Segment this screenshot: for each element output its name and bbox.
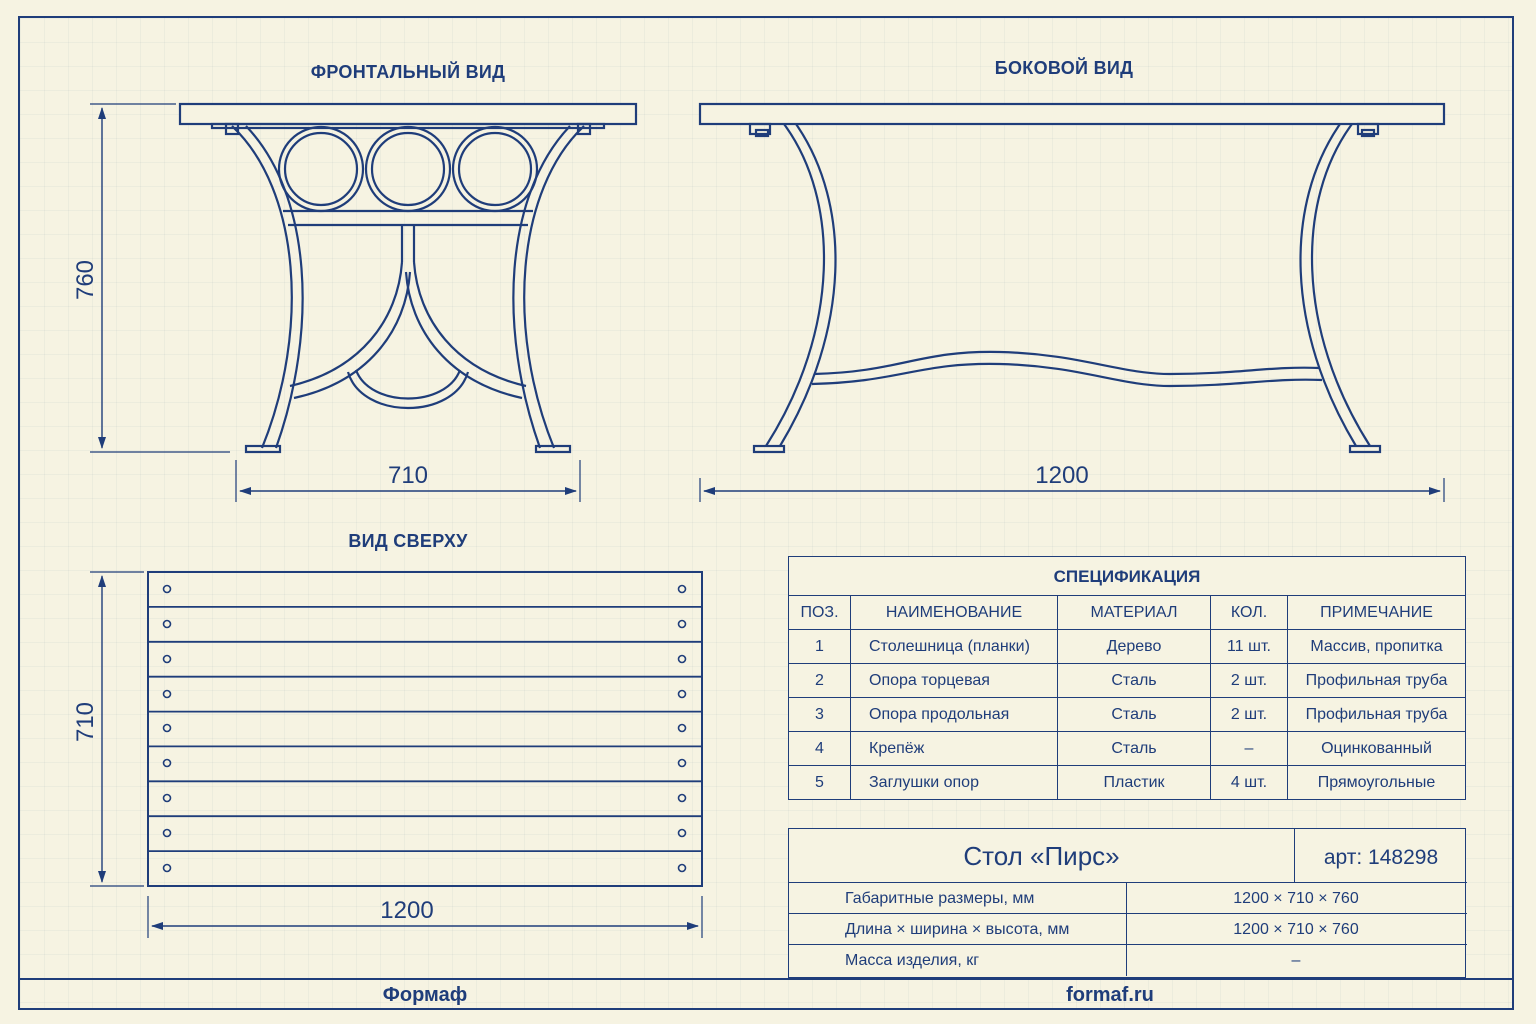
title-block-value: – bbox=[1291, 952, 1301, 969]
title-block-label: Габаритные размеры, мм bbox=[789, 883, 1127, 913]
spec-cell: – bbox=[1210, 731, 1288, 766]
spec-cell: Оцинкованный bbox=[1287, 731, 1466, 766]
spec-cell: Сталь bbox=[1057, 663, 1211, 698]
front-view bbox=[90, 102, 638, 502]
spec-cell: 3 bbox=[788, 697, 851, 732]
side-view-title: БОКОВОЙ ВИД bbox=[994, 58, 1134, 78]
side-left-leg bbox=[765, 123, 826, 447]
footer-site-link[interactable]: formaf.ru bbox=[1066, 984, 1154, 1006]
spec-cell: 1 bbox=[788, 629, 851, 664]
title-block-label: Длина × ширина × высота, мм bbox=[789, 914, 1127, 944]
side-stretcher bbox=[813, 350, 1321, 376]
side-tabletop bbox=[698, 102, 1446, 126]
title-block-row: Длина × ширина × высота, мм 1200 × 710 ×… bbox=[789, 914, 1467, 945]
front-view-title: ФРОНТАЛЬНЫЙ ВИД bbox=[310, 62, 506, 82]
front-right-leg bbox=[523, 125, 585, 449]
table-row: 5 Заглушки опор Пластик 4 шт. Прямоуголь… bbox=[788, 765, 1466, 800]
spec-header-note: ПРИМЕЧАНИЕ bbox=[1287, 595, 1466, 630]
spec-cell: Сталь bbox=[1057, 697, 1211, 732]
title-block-value: 1200 × 710 × 760 bbox=[1233, 890, 1359, 907]
spec-header-pos: ПОЗ. bbox=[788, 595, 851, 630]
top-view bbox=[90, 571, 703, 938]
table-row: 2 Опора торцевая Сталь 2 шт. Профильная … bbox=[788, 663, 1466, 698]
spec-cell: Пластик bbox=[1057, 765, 1211, 800]
top-length-label: 1200 bbox=[380, 897, 434, 924]
specification-table: СПЕЦИФИКАЦИЯ ПОЗ. НАИМЕНОВАНИЕ МАТЕРИАЛ … bbox=[788, 556, 1466, 800]
spec-cell: Сталь bbox=[1057, 731, 1211, 766]
spec-cell: 2 bbox=[788, 663, 851, 698]
spec-cell: Прямоугольные bbox=[1287, 765, 1466, 800]
top-view-title: ВИД СВЕРХУ bbox=[348, 531, 468, 551]
spec-cell: 4 bbox=[788, 731, 851, 766]
spec-cell: Опора торцевая bbox=[850, 663, 1058, 698]
top-slats bbox=[148, 606, 702, 852]
title-block-row: Габаритные размеры, мм 1200 × 710 × 760 bbox=[789, 883, 1467, 914]
spec-header-row: ПОЗ. НАИМЕНОВАНИЕ МАТЕРИАЛ КОЛ. ПРИМЕЧАН… bbox=[788, 595, 1466, 630]
table-row: 4 Крепёж Сталь – Оцинкованный bbox=[788, 731, 1466, 766]
spec-header-name: НАИМЕНОВАНИЕ bbox=[850, 595, 1058, 630]
spec-cell: 11 шт. bbox=[1210, 629, 1288, 664]
spec-cell: 4 шт. bbox=[1210, 765, 1288, 800]
title-block-label: Масса изделия, кг bbox=[789, 945, 1127, 976]
drawing-sheet bbox=[18, 16, 1514, 1010]
product-article: арт: 148298 bbox=[1295, 829, 1467, 883]
front-left-leg bbox=[231, 125, 293, 449]
spec-cell: 2 шт. bbox=[1210, 697, 1288, 732]
table-row: 3 Опора продольная Сталь 2 шт. Профильна… bbox=[788, 697, 1466, 732]
spec-cell: Массив, пропитка bbox=[1287, 629, 1466, 664]
front-tabletop bbox=[178, 102, 638, 126]
title-block: Стол «Пирс» арт: 148298 Габаритные разме… bbox=[788, 828, 1467, 978]
spec-header-material: МАТЕРИАЛ bbox=[1057, 595, 1211, 630]
specification-title: СПЕЦИФИКАЦИЯ bbox=[788, 556, 1466, 595]
spec-cell: 2 шт. bbox=[1210, 663, 1288, 698]
spec-header-qty: КОЛ. bbox=[1210, 595, 1288, 630]
title-block-row: Масса изделия, кг – bbox=[789, 945, 1467, 976]
spec-cell: Крепёж bbox=[850, 731, 1058, 766]
top-screws bbox=[162, 584, 687, 873]
spec-cell: Дерево bbox=[1057, 629, 1211, 664]
side-length-label: 1200 bbox=[1035, 462, 1089, 489]
footer-divider bbox=[18, 978, 1514, 980]
title-block-value: 1200 × 710 × 760 bbox=[1233, 921, 1359, 938]
spec-cell: Опора продольная bbox=[850, 697, 1058, 732]
spec-cell: Столешница (планки) bbox=[850, 629, 1058, 664]
footer-brand: Формаф bbox=[382, 984, 468, 1006]
top-width-label: 710 bbox=[72, 701, 99, 743]
front-width-label: 710 bbox=[387, 462, 429, 489]
side-right-leg bbox=[1310, 123, 1371, 447]
spec-cell: 5 bbox=[788, 765, 851, 800]
side-view bbox=[698, 102, 1446, 502]
table-row: 1 Столешница (планки) Дерево 11 шт. Масс… bbox=[788, 629, 1466, 664]
product-name: Стол «Пирс» bbox=[789, 829, 1295, 883]
top-outline bbox=[147, 571, 703, 887]
spec-cell: Заглушки опор bbox=[850, 765, 1058, 800]
front-height-label: 760 bbox=[72, 259, 99, 301]
spec-cell: Профильная труба bbox=[1287, 663, 1466, 698]
spec-cell: Профильная труба bbox=[1287, 697, 1466, 732]
